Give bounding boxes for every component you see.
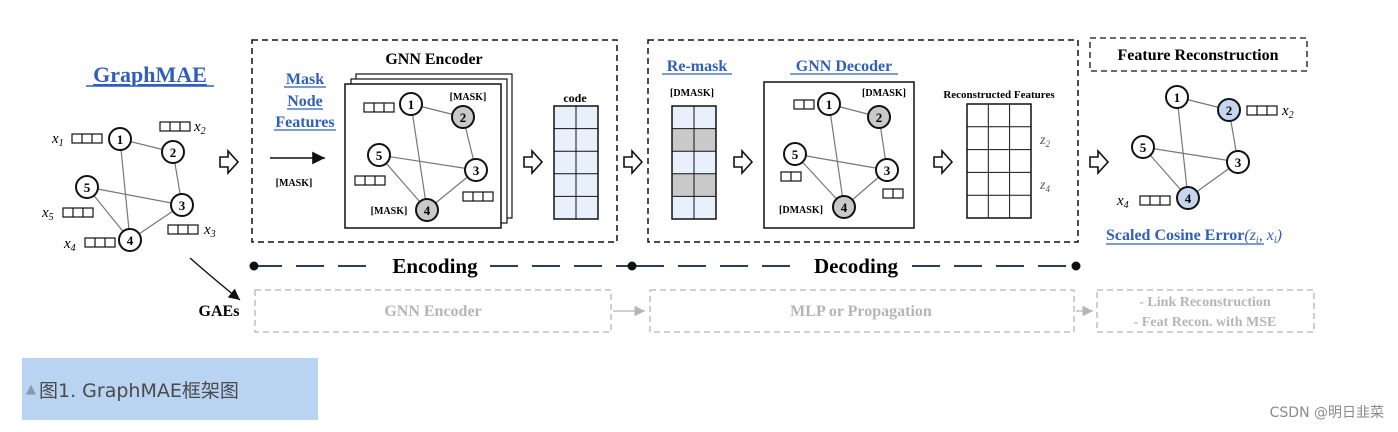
reconstructed-features-label: Reconstructed Features xyxy=(943,89,1055,101)
enc-node-4: 4 xyxy=(424,203,431,218)
node-3: 3 xyxy=(179,198,186,213)
dec-node-5: 5 xyxy=(792,147,799,162)
encoding-label: Encoding xyxy=(392,254,478,278)
svg-text:z2: z2 xyxy=(1039,133,1050,149)
gnn-encoder-title: GNN Encoder xyxy=(385,51,482,68)
enc-node-1: 1 xyxy=(408,97,415,112)
enc-node-2: 2 xyxy=(460,110,467,125)
decoding-label: Decoding xyxy=(814,254,899,278)
svg-text:x4: x4 xyxy=(63,236,76,254)
input-x2-sub: 2 xyxy=(201,126,206,137)
remask-dmask: [DMASK] xyxy=(670,88,714,99)
svg-text:z4: z4 xyxy=(1039,178,1050,194)
gae-target-link: - Link Reconstruction xyxy=(1139,295,1271,310)
gae-decoder-label: MLP or Propagation xyxy=(790,303,932,320)
node-4: 4 xyxy=(127,233,134,248)
gaes-label: GAEs xyxy=(199,303,240,320)
hollow-arrows xyxy=(219,148,1110,176)
dec-node-4: 4 xyxy=(841,200,848,215)
sce-args: (z xyxy=(1244,227,1256,244)
decoder-dashed-box xyxy=(647,39,1079,243)
mask-token-label: [MASK] xyxy=(276,178,313,189)
svg-text:x5: x5 xyxy=(41,205,54,223)
input-graph: 1 2 3 4 5 x1 x2 x3 x4 x5 xyxy=(41,119,216,254)
dec-dmask-2: [DMASK] xyxy=(862,88,906,99)
out-node-2: 2 xyxy=(1226,103,1233,118)
output-graph: 1 2 3 4 5 x2 x4 xyxy=(1116,85,1294,211)
remask-matrix xyxy=(671,105,717,220)
sce-i2: i xyxy=(1274,235,1277,246)
sce-label: Scaled Cosine Error xyxy=(1106,227,1244,244)
enc-mask-4: [MASK] xyxy=(371,206,408,217)
svg-text:x2: x2 xyxy=(193,119,206,137)
input-x5-label: x xyxy=(41,205,49,221)
enc-node-3: 3 xyxy=(473,163,480,178)
input-x1-label: x xyxy=(51,131,59,147)
output-x2-label: x xyxy=(1281,103,1289,119)
encoder-dashed-box xyxy=(251,39,618,243)
sce-close: ) xyxy=(1276,227,1282,244)
z4-sub: 4 xyxy=(1045,184,1050,194)
z2-label: z xyxy=(1039,133,1046,148)
csdn-watermark: CSDN @明日韭菜 xyxy=(1269,405,1384,421)
dec-dmask-4: [DMASK] xyxy=(779,205,823,216)
node-5: 5 xyxy=(84,180,91,195)
masked-graph-stack: 1 2 3 4 5 [MASK] [MASK] xyxy=(344,73,513,229)
input-x4-sub: 4 xyxy=(71,243,76,254)
feature-reconstruction-box xyxy=(1089,37,1308,72)
gae-target-mse: - Feat Recon. with MSE xyxy=(1134,315,1277,330)
out-node-5: 5 xyxy=(1140,140,1147,155)
graphmae-title: GraphMAE xyxy=(93,62,207,87)
out-node-3: 3 xyxy=(1235,155,1242,170)
input-x5-sub: 5 xyxy=(49,212,54,223)
input-x3-sub: 3 xyxy=(210,229,216,240)
remask-label: Re-mask xyxy=(667,58,728,75)
svg-text:x3: x3 xyxy=(203,222,216,240)
input-x4-label: x xyxy=(63,236,71,252)
z2-sub: 2 xyxy=(1045,139,1050,149)
reconstructed-matrix xyxy=(966,103,1032,219)
svg-text:Scaled Cosine Error(zi, xi): Scaled Cosine Error(zi, xi) xyxy=(1106,227,1282,246)
decoder-graph: 1 2 3 4 5 [DMASK] [DMASK] xyxy=(763,81,915,229)
out-node-4: 4 xyxy=(1185,191,1192,206)
dec-node-2: 2 xyxy=(876,110,883,125)
code-label: code xyxy=(563,91,587,105)
gnn-decoder-title: GNN Decoder xyxy=(796,58,892,75)
z4-label: z xyxy=(1039,178,1046,193)
sce-comma: , x xyxy=(1259,227,1274,244)
mask-label-line2: Node xyxy=(287,93,323,110)
enc-node-5: 5 xyxy=(376,148,383,163)
gae-decoder-box xyxy=(649,289,1075,333)
output-x4-sub: 4 xyxy=(1124,200,1129,211)
node-2: 2 xyxy=(170,145,177,160)
mask-label-line3: Features xyxy=(275,114,334,131)
timeline xyxy=(249,261,1081,271)
feature-reconstruction-title: Feature Reconstruction xyxy=(1118,47,1279,64)
gae-encoder-label: GNN Encoder xyxy=(384,303,481,320)
code-matrix xyxy=(553,105,599,220)
figure-caption: ▲ 图1. GraphMAE框架图 xyxy=(22,358,318,420)
input-x3-label: x xyxy=(203,222,211,238)
svg-text:x4: x4 xyxy=(1116,193,1129,211)
mask-label-line1: Mask xyxy=(286,71,324,88)
enc-mask-2: [MASK] xyxy=(450,92,487,103)
gae-encoder-box xyxy=(254,289,612,333)
dec-node-1: 1 xyxy=(826,97,833,112)
caption-triangle-icon: ▲ xyxy=(26,381,36,397)
caption-text: 图1. GraphMAE框架图 xyxy=(39,379,239,402)
gaes-curved-arrow xyxy=(189,257,241,301)
input-x1-sub: 1 xyxy=(59,138,64,149)
output-x4-label: x xyxy=(1116,193,1124,209)
node-1: 1 xyxy=(117,132,124,147)
sce-i1: i xyxy=(1256,235,1259,246)
input-x2-label: x xyxy=(193,119,201,135)
output-x2-sub: 2 xyxy=(1289,110,1294,121)
out-node-1: 1 xyxy=(1174,90,1181,105)
dec-node-3: 3 xyxy=(884,163,891,178)
graphmae-diagram: GraphMAE 1 2 3 4 5 x1 x2 x3 x4 x5 xyxy=(41,37,1315,333)
svg-text:x2: x2 xyxy=(1281,103,1294,121)
svg-text:x1: x1 xyxy=(51,131,64,149)
